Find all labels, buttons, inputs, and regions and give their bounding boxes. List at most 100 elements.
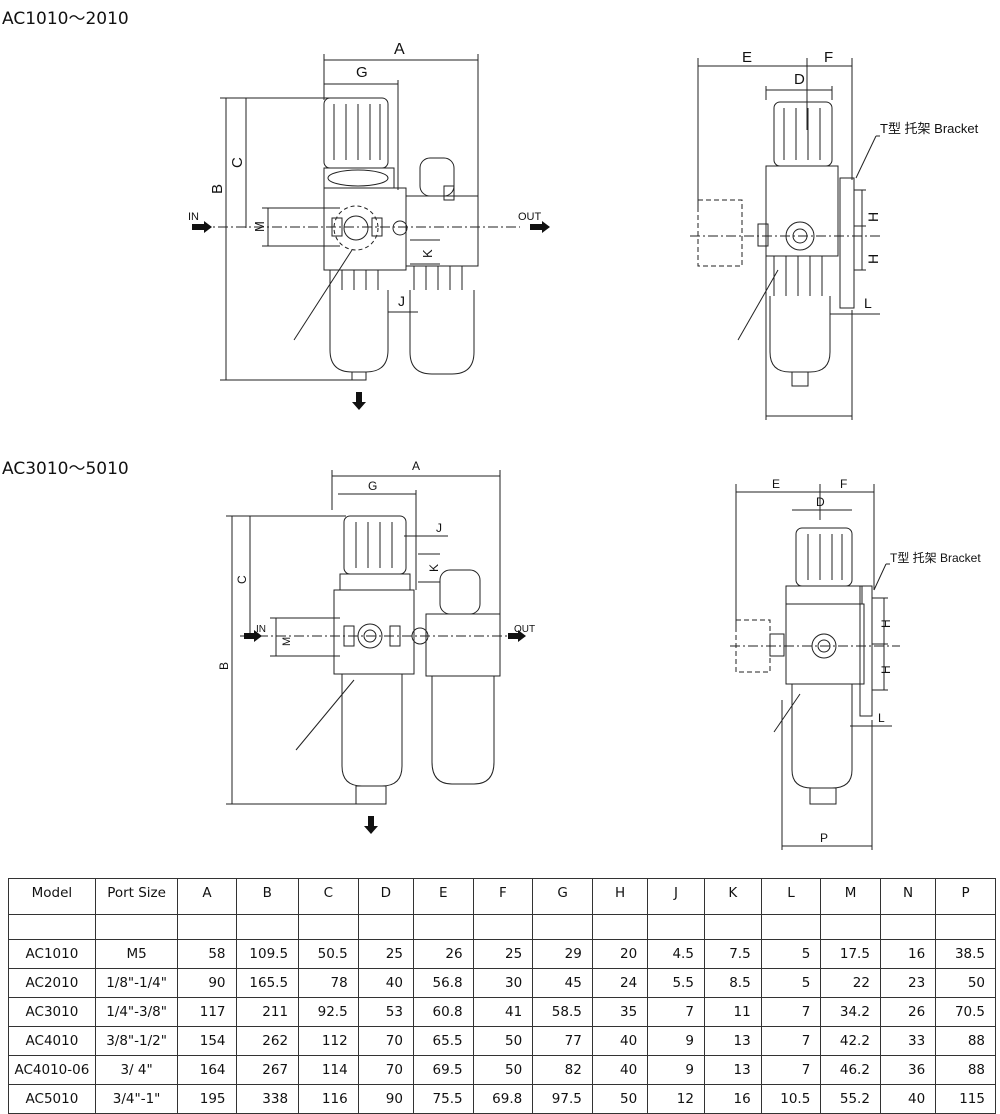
dim-label-l-large: L	[878, 711, 885, 725]
table-cell: 338	[235, 1084, 300, 1114]
table-cell: 1/8"-1/4"	[94, 968, 179, 998]
dim-label-c-large: C	[235, 575, 249, 584]
table-cell: 20	[591, 939, 649, 969]
table-cell: 7	[760, 1055, 822, 1085]
table-cell: AC2010	[8, 968, 96, 998]
table-cell: AC4010-06	[8, 1055, 96, 1085]
lubricator-bowl-large	[431, 676, 495, 785]
table-cell: 117	[177, 997, 237, 1027]
table-cell: 92.5	[298, 997, 359, 1027]
table-cell: 109.5	[235, 939, 300, 969]
column-header-d: D	[357, 878, 414, 915]
table-cell: 5	[760, 939, 822, 969]
out-label: OUT	[518, 211, 542, 223]
lubricator-cap	[419, 157, 455, 197]
table-cell: 53	[357, 997, 414, 1027]
table-cell: 4.5	[647, 939, 705, 969]
section-title-large: AC3010～5010	[2, 459, 129, 479]
table-cell: 69.8	[472, 1084, 534, 1114]
side-regulator-knob-large	[795, 527, 853, 587]
table-cell: 114	[298, 1055, 359, 1085]
table-cell: 75.5	[412, 1084, 474, 1114]
regulator-body-large	[333, 589, 415, 675]
table-cell: 65.5	[412, 1026, 474, 1056]
table-cell: 12	[647, 1084, 705, 1114]
table-cell: 70	[357, 1026, 414, 1056]
dim-label-a-large: A	[412, 459, 420, 473]
table-cell: 50	[472, 1055, 534, 1085]
dim-label-a: A	[394, 41, 405, 58]
dim-label-c: C	[229, 157, 246, 168]
table-cell: 7	[647, 997, 705, 1027]
lubricator-cap-large	[439, 569, 481, 615]
table-cell: 25	[472, 939, 534, 969]
table-cell: 46.2	[820, 1055, 881, 1085]
table-cell: 9	[647, 1026, 705, 1056]
column-header-e: E	[412, 878, 474, 915]
lubricator-body	[405, 195, 479, 267]
dim-label-k-large: K	[427, 564, 441, 572]
table-cell: 40	[591, 1055, 649, 1085]
table-cell: 25	[357, 939, 414, 969]
table-cell: 40	[879, 1084, 937, 1114]
filter-bowl	[329, 290, 389, 373]
table-cell: 90	[177, 968, 237, 998]
column-header-n: N	[879, 878, 937, 915]
table-cell: 13	[703, 1055, 762, 1085]
table-cell: 88	[935, 1026, 996, 1056]
table-cell: 50	[935, 968, 996, 998]
table-cell: 165.5	[235, 968, 300, 998]
front-view-small: A G B C M IN OUT K J	[188, 41, 550, 410]
table-cell: 70	[357, 1055, 414, 1085]
dim-label-h-2: H	[865, 254, 881, 264]
table-cell: 11	[703, 997, 762, 1027]
column-header-j: J	[647, 878, 705, 915]
table-cell: 1/4"-3/8"	[94, 997, 179, 1027]
table-cell: 24	[591, 968, 649, 998]
table-cell: 77	[532, 1026, 593, 1056]
table-cell: 22	[820, 968, 881, 998]
table-cell: 42.2	[820, 1026, 881, 1056]
table-cell: 26	[879, 997, 937, 1027]
table-cell: 9	[647, 1055, 705, 1085]
table-cell: AC1010	[8, 939, 96, 969]
table-spacer-row	[8, 914, 996, 940]
column-header-h: H	[591, 878, 649, 915]
lubricator-bowl	[409, 290, 475, 375]
dim-label-b: B	[209, 184, 226, 194]
table-cell: 23	[879, 968, 937, 998]
table-cell: 70.5	[935, 997, 996, 1027]
table-cell: 45	[532, 968, 593, 998]
dim-label-j-large: J	[436, 521, 442, 535]
table-cell: 26	[412, 939, 474, 969]
table-cell: 30	[472, 968, 534, 998]
column-header-f: F	[472, 878, 534, 915]
regulator-knob-large	[343, 515, 407, 575]
side-filter-bowl	[769, 296, 831, 373]
in-arrow-icon	[192, 221, 212, 233]
drain-arrow-icon	[352, 392, 366, 410]
dim-label-h-1: H	[865, 212, 881, 222]
table-cell: 50	[472, 1026, 534, 1056]
table-cell: 3/4"-1"	[94, 1084, 179, 1114]
side-regulator-body-large	[785, 603, 865, 685]
side-view-small: E F D H H L T型 托架 Bracket	[690, 49, 979, 420]
filter-bowl-large	[341, 674, 403, 787]
dim-label-f: F	[824, 49, 833, 66]
table-cell: 60.8	[412, 997, 474, 1027]
table-cell: 90	[357, 1084, 414, 1114]
table-cell: 267	[235, 1055, 300, 1085]
side-regulator-knob	[773, 101, 833, 167]
dim-label-d-large: D	[816, 495, 825, 509]
table-cell: 69.5	[412, 1055, 474, 1085]
in-label: IN	[188, 211, 199, 223]
table-cell: AC3010	[8, 997, 96, 1027]
column-header-m: M	[820, 878, 881, 915]
bracket-label-large: T型 托架 Bracket	[890, 551, 981, 565]
side-filter-bowl-large	[791, 684, 853, 789]
